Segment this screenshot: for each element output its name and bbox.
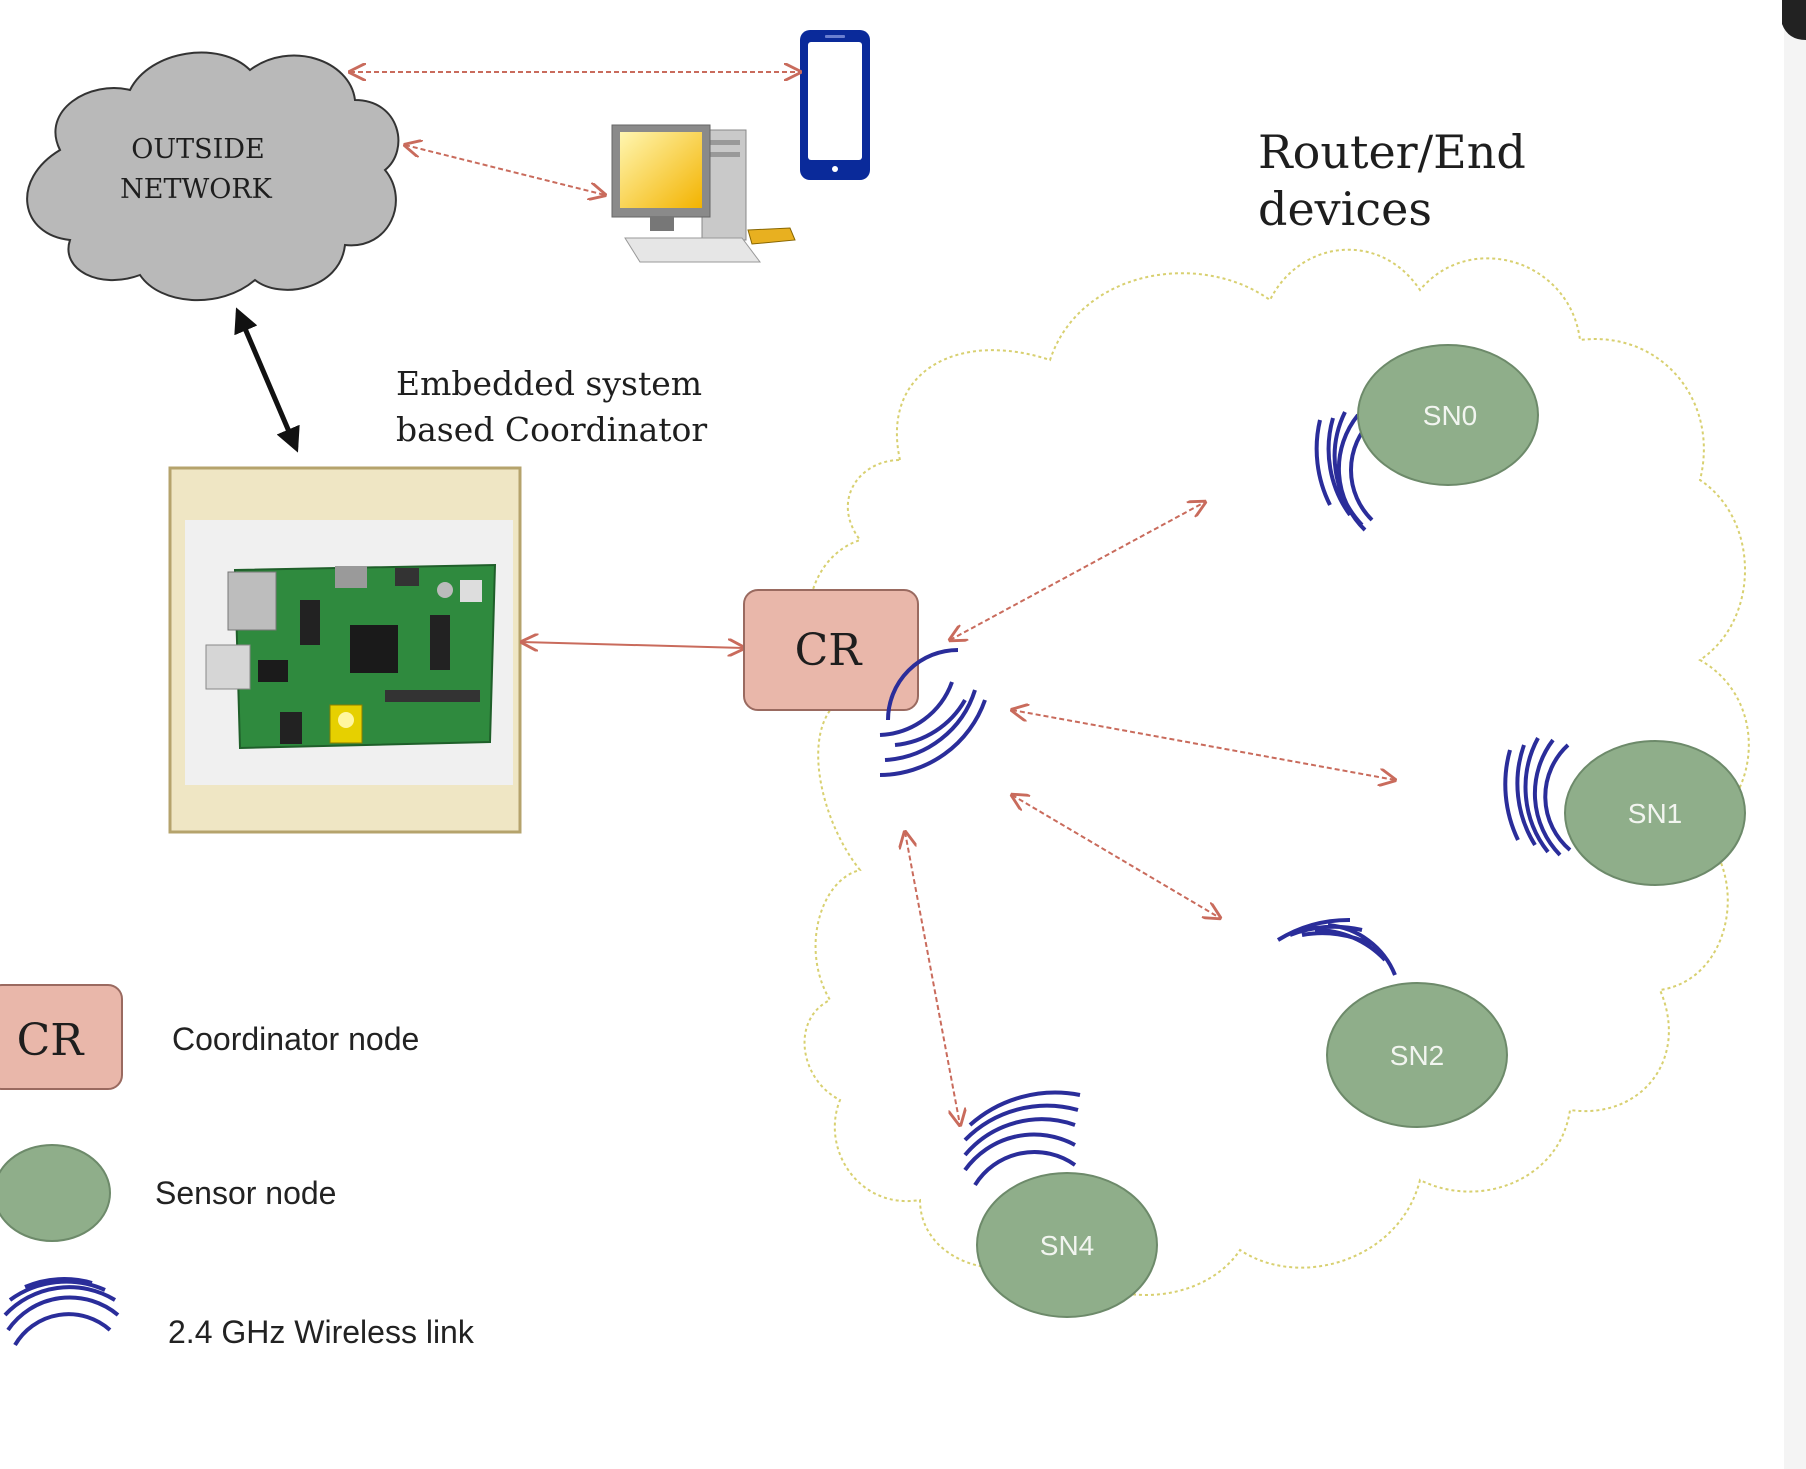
embedded-label-line1: Embedded system (396, 364, 702, 403)
router-label-line1: Router/End (1258, 125, 1526, 179)
outside-network-cloud (26, 51, 400, 301)
edge-strip (1784, 0, 1806, 1469)
legend-sensor-symbol (0, 1144, 111, 1242)
sensor-node-sn1: SN1 (1503, 737, 1746, 886)
sn0-label: SN0 (1423, 400, 1477, 431)
sensor-node-sn2: SN2 (1276, 917, 1508, 1128)
sn1-label: SN1 (1628, 798, 1682, 829)
sensor-node-sn4: SN4 (963, 1090, 1158, 1318)
embedded-label-line2: based Coordinator (396, 410, 707, 449)
sn1-wireless-icon (1503, 737, 1572, 857)
outside-network-line2: NETWORK (120, 174, 273, 205)
sensor-node-sn0: SN0 (1314, 344, 1539, 532)
outside-network-line1: OUTSIDE (131, 134, 264, 165)
sn2-label: SN2 (1390, 1040, 1444, 1071)
legend-wireless-text: 2.4 GHz Wireless link (168, 1314, 475, 1350)
link-cloud-board (234, 307, 300, 453)
sn4-wireless-icon (963, 1090, 1081, 1187)
mesh-cloud-outline (803, 248, 1750, 1296)
embedded-board-image (168, 466, 522, 834)
link-cr-sn1 (1012, 710, 1395, 780)
legend-wireless-icon (3, 1277, 120, 1347)
desktop-computer-icon (611, 124, 796, 263)
edge-corner (1782, 0, 1806, 40)
legend-coordinator-symbol-label: CR (17, 1015, 86, 1066)
sn0-wireless-icon (1314, 411, 1374, 532)
sn2-wireless-icon (1276, 917, 1397, 976)
legend-sensor-text: Sensor node (155, 1175, 336, 1211)
coordinator-label: CR (795, 625, 864, 676)
link-cr-sn0 (950, 502, 1205, 640)
coordinator-wireless-icon (879, 648, 987, 777)
link-board-coordinator (522, 642, 744, 648)
link-cr-sn4 (905, 832, 960, 1125)
legend-coordinator-symbol (0, 984, 123, 1090)
link-cloud-computer (405, 145, 605, 195)
router-label-line2: devices (1258, 182, 1432, 236)
legend: CR Coordinator node Sensor node 2.4 GHz … (0, 984, 475, 1350)
link-cr-sn2 (1012, 795, 1220, 918)
sn4-label: SN4 (1040, 1230, 1094, 1261)
smartphone-icon (800, 30, 870, 180)
legend-coordinator-text: Coordinator node (172, 1021, 419, 1057)
coordinator-node: CR (743, 589, 919, 711)
